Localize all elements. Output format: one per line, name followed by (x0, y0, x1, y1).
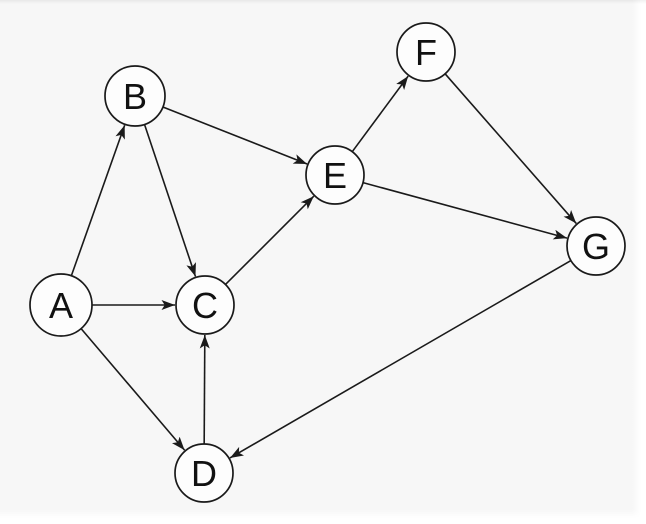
node-circle-E (305, 145, 365, 205)
edge-E-F (351, 75, 409, 153)
node-F: F (396, 22, 456, 82)
node-label-F: F (415, 32, 437, 73)
node-label-A: A (49, 285, 73, 326)
edge-C-E (224, 195, 315, 286)
edge-B-C (143, 124, 197, 277)
edge-B-E (162, 106, 308, 165)
node-label-E: E (323, 155, 347, 196)
node-label-D: D (191, 453, 217, 494)
node-E: E (305, 145, 365, 205)
edge-A-D (80, 328, 186, 451)
node-D: D (174, 443, 234, 503)
edges-layer (70, 73, 577, 459)
edge-E-G (362, 181, 568, 240)
node-circle-C (175, 275, 235, 335)
node-circle-F (396, 22, 456, 82)
node-label-C: C (192, 285, 218, 326)
edge-F-G (444, 73, 577, 224)
edge-A-B (70, 124, 126, 277)
node-circle-D (174, 443, 234, 503)
nodes-layer: A B C D E F G (29, 22, 626, 503)
node-circle-B (104, 65, 166, 127)
node-B: B (104, 65, 166, 127)
node-C: C (175, 275, 235, 335)
node-label-B: B (123, 76, 147, 117)
node-circle-G (566, 216, 626, 276)
edge-D-C (199, 334, 210, 445)
node-G: G (566, 216, 626, 276)
edge-G-D (229, 259, 572, 459)
node-label-G: G (582, 226, 610, 267)
node-A: A (29, 273, 93, 337)
node-circle-A (29, 273, 93, 337)
